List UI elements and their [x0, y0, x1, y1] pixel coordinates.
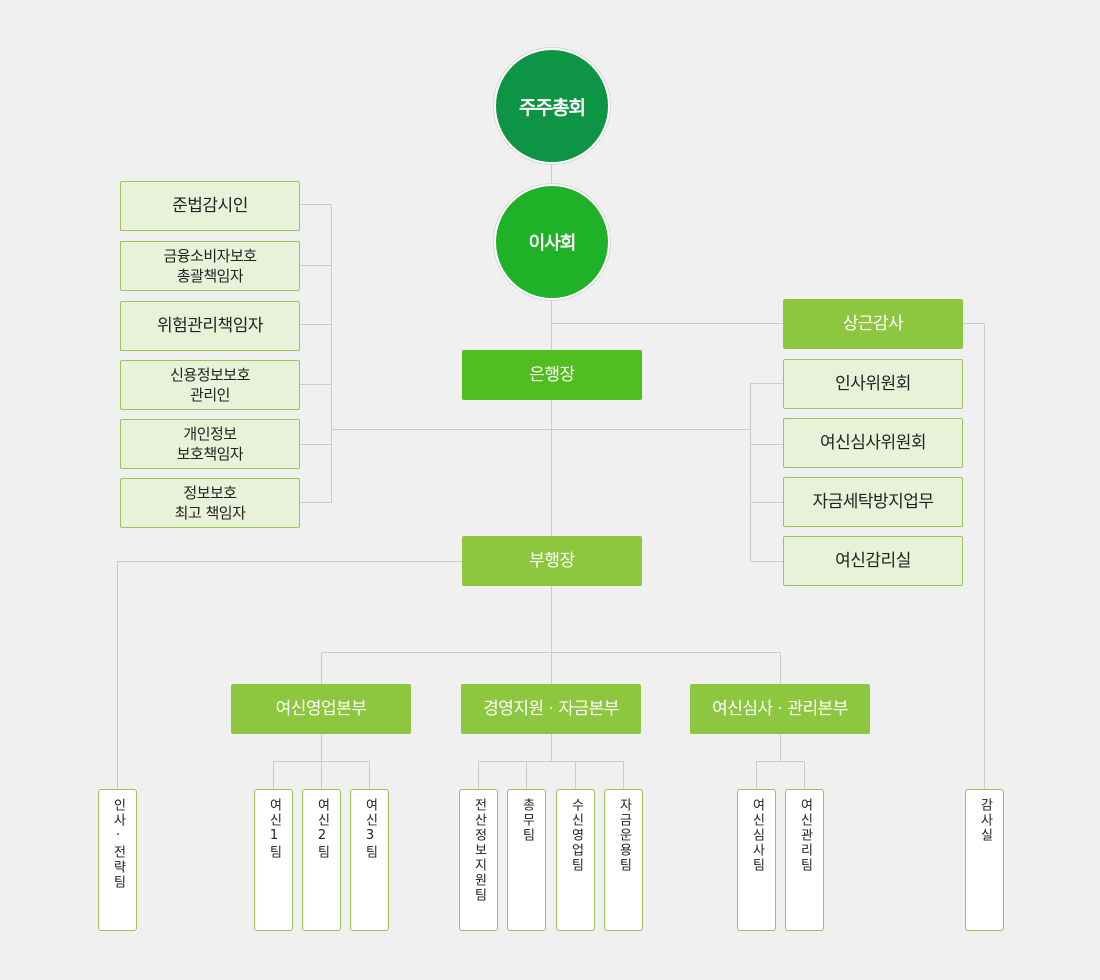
team-label: 전산정보지원팀	[471, 798, 487, 903]
team-label: 감사실	[977, 798, 993, 843]
officer-label-line2: 보호책임자	[176, 445, 244, 463]
officer-label-line1: 신용정보보호	[170, 366, 250, 384]
management-fund-division-box: 경영지원 · 자금본부	[461, 684, 641, 734]
it-support-team-box: 전산정보지원팀	[459, 789, 498, 931]
officer-label: 위험관리책임자	[157, 316, 263, 336]
aml-box: 자금세탁방지업무	[783, 477, 963, 527]
team-label: 수신영업팀	[568, 798, 584, 873]
shareholders-label: 주주총회	[519, 96, 586, 119]
loan-team-2-box: 여신2팀	[302, 789, 341, 931]
ceo-box: 은행장	[462, 350, 642, 400]
compliance-officer-box: 준법감시인	[120, 181, 300, 231]
deposit-sales-team-box: 수신영업팀	[556, 789, 595, 931]
auditor-box: 상근감사	[783, 299, 963, 349]
officer-label-line2: 관리인	[190, 386, 230, 404]
committee-label: 자금세탁방지업무	[812, 492, 934, 512]
officer-label: 준법감시인	[172, 196, 248, 216]
committee-label: 인사위원회	[835, 374, 911, 394]
vice-box: 부행장	[462, 536, 642, 586]
hr-committee-box: 인사위원회	[783, 359, 963, 409]
team-label: 여신2팀	[314, 798, 330, 860]
general-affairs-team-box: 총무팀	[507, 789, 546, 931]
officer-label-line2: 최고 책임자	[174, 504, 246, 522]
loan-team-3-box: 여신3팀	[350, 789, 389, 931]
team-label: 여신심사팀	[749, 798, 765, 873]
hr-strategy-team-box: 인사·전략팀	[98, 789, 137, 931]
loan-review-team-box: 여신심사팀	[737, 789, 776, 931]
team-label: 여신3팀	[362, 798, 378, 860]
team-label: 여신관리팀	[797, 798, 813, 873]
loan-management-team-box: 여신관리팀	[785, 789, 824, 931]
risk-officer-box: 위험관리책임자	[120, 301, 300, 351]
team-label: 자금운용팀	[616, 798, 632, 873]
consumer-protection-officer-box: 금융소비자보호 총괄책임자	[120, 241, 300, 291]
audit-office-box: 감사실	[965, 789, 1004, 931]
vice-label: 부행장	[529, 551, 575, 571]
shareholders-circle: 주주총회	[494, 48, 610, 164]
officer-label-line1: 정보보호	[183, 484, 237, 502]
division-label: 여신심사 · 관리본부	[712, 699, 848, 719]
committee-label: 여신감리실	[835, 551, 911, 571]
committee-label: 여신심사위원회	[820, 433, 926, 453]
loan-review-division-box: 여신심사 · 관리본부	[690, 684, 870, 734]
ceo-label: 은행장	[529, 365, 575, 385]
division-label: 여신영업본부	[275, 699, 367, 719]
team-label: 여신1팀	[266, 798, 282, 860]
auditor-label: 상근감사	[842, 314, 904, 334]
privacy-officer-box: 개인정보 보호책임자	[120, 419, 300, 469]
officer-label-line2: 총괄책임자	[176, 267, 244, 285]
team-label: 총무팀	[519, 798, 535, 843]
team-label: 인사·전략팀	[110, 798, 126, 890]
officer-label-line1: 금융소비자보호	[163, 247, 257, 265]
loan-sales-division-box: 여신영업본부	[231, 684, 411, 734]
credit-info-officer-box: 신용정보보호 관리인	[120, 360, 300, 410]
division-label: 경영지원 · 자금본부	[483, 699, 619, 719]
loan-review-committee-box: 여신심사위원회	[783, 418, 963, 468]
loan-inspection-box: 여신감리실	[783, 536, 963, 586]
board-circle: 이사회	[494, 184, 610, 300]
board-label: 이사회	[528, 233, 577, 254]
loan-team-1-box: 여신1팀	[254, 789, 293, 931]
ciso-box: 정보보호 최고 책임자	[120, 478, 300, 528]
officer-label-line1: 개인정보	[183, 425, 237, 443]
fund-management-team-box: 자금운용팀	[604, 789, 643, 931]
